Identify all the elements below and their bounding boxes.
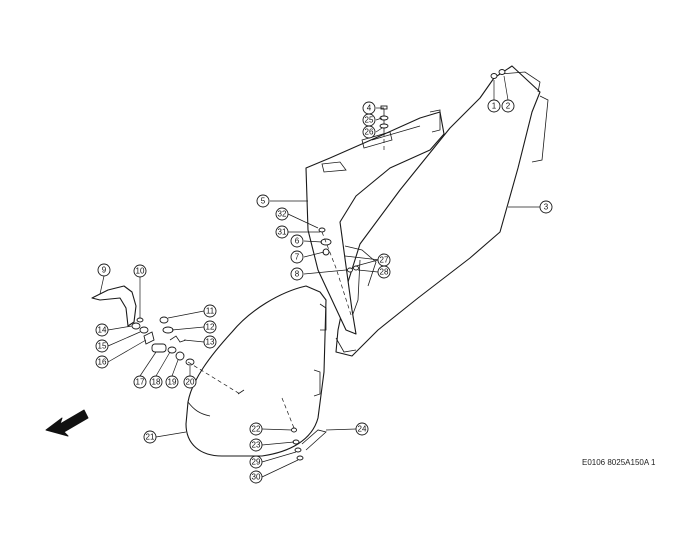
bracket bbox=[91, 285, 137, 327]
svg-text:19: 19 bbox=[168, 378, 177, 387]
drawing-reference-code: E0106 8025A150A 1 bbox=[582, 458, 656, 467]
svg-text:23: 23 bbox=[252, 441, 261, 450]
callouts: 1 2 3 4 5 6 7 8 9 10 11 12 13 14 15 16 1… bbox=[95, 99, 553, 484]
svg-text:22: 22 bbox=[252, 425, 261, 434]
svg-text:5: 5 bbox=[261, 197, 266, 206]
callout-7: 7 bbox=[290, 250, 304, 264]
callout-14: 14 bbox=[95, 323, 109, 337]
svg-text:32: 32 bbox=[278, 210, 287, 219]
svg-text:17: 17 bbox=[136, 378, 145, 387]
callout-15: 15 bbox=[95, 339, 109, 353]
svg-text:13: 13 bbox=[206, 338, 215, 347]
callout-23: 23 bbox=[249, 438, 263, 452]
svg-text:26: 26 bbox=[365, 128, 374, 137]
callout-2: 2 bbox=[501, 99, 515, 113]
svg-text:8: 8 bbox=[295, 270, 300, 279]
callout-4: 4 bbox=[362, 101, 376, 115]
callout-16: 16 bbox=[95, 355, 109, 369]
callout-1: 1 bbox=[487, 99, 501, 113]
callout-10: 10 bbox=[133, 264, 147, 278]
callout-25: 25 bbox=[362, 113, 376, 127]
callout-18: 18 bbox=[149, 375, 163, 389]
callout-8: 8 bbox=[290, 267, 304, 281]
callout-28: 28 bbox=[377, 265, 391, 279]
svg-text:29: 29 bbox=[252, 458, 261, 467]
svg-text:2: 2 bbox=[506, 102, 511, 111]
callout-22: 22 bbox=[249, 422, 263, 436]
svg-text:30: 30 bbox=[252, 473, 261, 482]
rear-panel bbox=[335, 65, 549, 357]
svg-text:24: 24 bbox=[358, 425, 367, 434]
callout-29: 29 bbox=[249, 455, 263, 469]
callout-20: 20 bbox=[183, 375, 197, 389]
callout-21: 21 bbox=[143, 430, 157, 444]
svg-text:21: 21 bbox=[146, 433, 155, 442]
callout-30: 30 bbox=[249, 470, 263, 484]
callout-5: 5 bbox=[256, 194, 270, 208]
callout-32: 32 bbox=[275, 207, 289, 221]
direction-arrow-icon bbox=[45, 409, 89, 437]
svg-text:4: 4 bbox=[367, 104, 372, 113]
upper-cover-panel bbox=[305, 109, 445, 335]
svg-text:18: 18 bbox=[152, 378, 161, 387]
svg-text:16: 16 bbox=[98, 358, 107, 367]
callout-17: 17 bbox=[133, 375, 147, 389]
svg-text:15: 15 bbox=[98, 342, 107, 351]
svg-text:7: 7 bbox=[295, 253, 300, 262]
callout-27: 27 bbox=[377, 253, 391, 267]
callout-26: 26 bbox=[362, 125, 376, 139]
svg-text:28: 28 bbox=[380, 268, 389, 277]
callout-11: 11 bbox=[203, 304, 217, 318]
callout-31: 31 bbox=[275, 225, 289, 239]
callout-6: 6 bbox=[290, 234, 304, 248]
svg-text:12: 12 bbox=[206, 323, 215, 332]
svg-text:6: 6 bbox=[295, 237, 300, 246]
svg-text:20: 20 bbox=[186, 378, 195, 387]
svg-text:25: 25 bbox=[365, 116, 374, 125]
svg-text:3: 3 bbox=[544, 203, 549, 212]
callout-3: 3 bbox=[539, 200, 553, 214]
callout-9: 9 bbox=[97, 263, 111, 277]
callout-13: 13 bbox=[203, 335, 217, 349]
svg-text:31: 31 bbox=[278, 228, 287, 237]
callout-24: 24 bbox=[355, 422, 369, 436]
svg-text:1: 1 bbox=[492, 102, 497, 111]
svg-text:9: 9 bbox=[102, 266, 107, 275]
callout-19: 19 bbox=[165, 375, 179, 389]
leader-lines bbox=[99, 75, 540, 478]
svg-text:10: 10 bbox=[136, 267, 145, 276]
svg-text:14: 14 bbox=[98, 326, 107, 335]
callout-12: 12 bbox=[203, 320, 217, 334]
svg-text:27: 27 bbox=[380, 256, 389, 265]
assembly-axes bbox=[187, 132, 385, 429]
svg-text:11: 11 bbox=[206, 307, 215, 316]
